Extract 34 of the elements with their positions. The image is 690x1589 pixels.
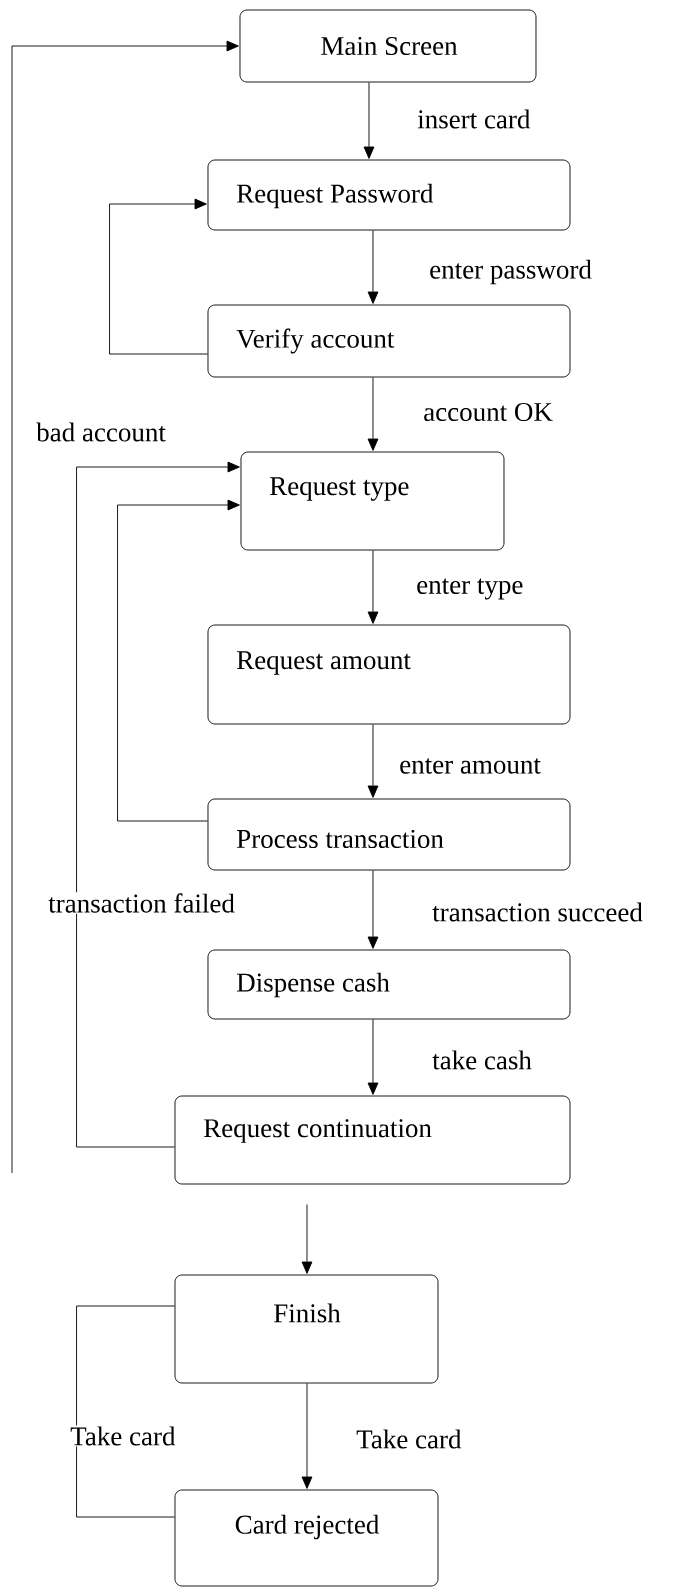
arrow bbox=[367, 230, 379, 304]
arrow bbox=[367, 377, 379, 451]
arrow bbox=[367, 550, 379, 624]
arrow bbox=[363, 82, 375, 159]
edge-label: take cash bbox=[431, 1049, 533, 1071]
state-box: Request amount bbox=[207, 624, 571, 725]
state-box: Request continuation bbox=[174, 1095, 571, 1185]
edge-label: transaction succeed bbox=[431, 901, 644, 923]
state-box: Request type bbox=[240, 451, 505, 551]
arrow bbox=[367, 1019, 379, 1095]
state-box: Main Screen bbox=[239, 9, 537, 83]
state-box: Verify account bbox=[207, 304, 571, 378]
state-box: Card rejected bbox=[174, 1489, 439, 1587]
arrow bbox=[11, 40, 239, 1174]
arrow bbox=[367, 870, 379, 949]
edge-label: insert card bbox=[416, 108, 532, 130]
state-box: Dispense cash bbox=[207, 949, 571, 1020]
arrow bbox=[367, 724, 379, 798]
edge-label: enter type bbox=[415, 577, 525, 601]
arrow bbox=[301, 1383, 313, 1489]
note-label: transaction failed bbox=[47, 892, 236, 914]
state-box: Finish bbox=[174, 1274, 439, 1384]
state-box: Process transaction bbox=[207, 798, 571, 871]
arrow bbox=[109, 198, 208, 355]
state-box: Request Password bbox=[207, 159, 571, 231]
edge-label: Take card bbox=[355, 1428, 463, 1450]
edge-label: enter amount bbox=[398, 757, 542, 775]
arrow bbox=[301, 1204, 313, 1274]
edge-label: enter password bbox=[428, 258, 593, 286]
edge-label: account OK bbox=[422, 401, 554, 423]
edge-label: bad account bbox=[35, 421, 167, 443]
arrow bbox=[76, 461, 240, 1148]
arrow bbox=[117, 499, 240, 822]
edge-label: Take card bbox=[69, 1425, 177, 1447]
